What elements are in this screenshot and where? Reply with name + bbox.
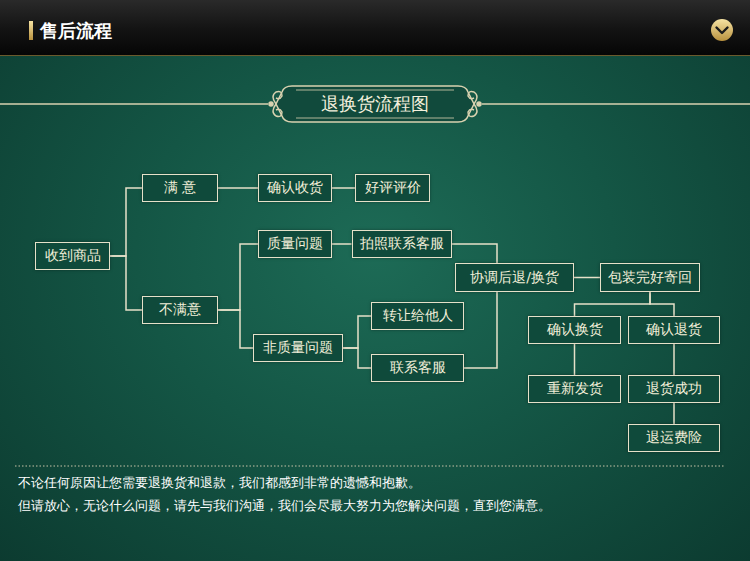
- connector-line: [575, 292, 651, 316]
- process-box: 转让给他人: [371, 302, 464, 330]
- box-label: 联系客服: [390, 360, 446, 375]
- box-label: 不满意: [159, 302, 201, 317]
- connector-line: [452, 244, 498, 263]
- connector-line: [574, 344, 576, 375]
- connector-line: [218, 310, 253, 348]
- title-ornament: [0, 86, 750, 122]
- chevron-button: [711, 19, 733, 41]
- box-label: 满 意: [164, 180, 196, 195]
- box-label: 重新发货: [547, 381, 603, 396]
- diagram-title: 退换货流程图: [321, 92, 429, 116]
- box-label: 转让给他人: [383, 308, 453, 323]
- process-box: 非质量问题: [253, 334, 343, 362]
- box-label: 质量问题: [267, 236, 323, 251]
- box-label: 确认换货: [547, 322, 603, 337]
- note-line: 但请放心，无论什么问题，请先与我们沟通，我们会尽最大努力为您解决问题，直到您满意…: [18, 497, 551, 515]
- connector-line: [332, 243, 352, 245]
- process-box: 重新发货: [528, 375, 621, 403]
- box-label: 收到商品: [45, 248, 101, 263]
- box-label: 退货成功: [646, 381, 702, 396]
- box-label: 确认收货: [267, 180, 323, 195]
- connector-line: [650, 292, 674, 316]
- connector-line: [673, 403, 675, 424]
- box-label: 非质量问题: [263, 340, 333, 355]
- process-box: 好评评价: [355, 174, 430, 202]
- process-box: 不满意: [142, 296, 218, 324]
- connector-line: [332, 187, 355, 189]
- top-bar: [0, 0, 750, 56]
- connector-line: [464, 292, 497, 368]
- note-line: 不论任何原因让您需要退换货和退款，我们都感到非常的遗憾和抱歉。: [18, 474, 421, 492]
- box-label: 确认退货: [646, 322, 702, 337]
- process-box: 确认换货: [528, 316, 621, 344]
- gold-mark: [29, 21, 33, 40]
- process-box: 退货成功: [628, 375, 720, 403]
- process-box: 协调后退/换货: [455, 263, 574, 292]
- box-label: 退运费险: [646, 430, 702, 445]
- connector-line: [218, 244, 258, 310]
- connector-line: [673, 344, 675, 375]
- bar-edge: [0, 55, 750, 56]
- section-heading: 售后流程: [40, 19, 112, 43]
- process-box: 收到商品: [35, 242, 110, 270]
- process-box: 拍照联系客服: [352, 230, 452, 258]
- box-label: 好评评价: [365, 180, 421, 195]
- process-box: 包装完好寄回: [600, 263, 700, 292]
- box-label: 拍照联系客服: [360, 236, 444, 251]
- box-label: 包装完好寄回: [608, 270, 692, 285]
- dotted-rule: [15, 466, 725, 467]
- connector-line: [218, 187, 258, 189]
- connector-line: [574, 277, 600, 279]
- process-box: 退运费险: [628, 424, 720, 452]
- process-box: 确认退货: [628, 316, 720, 344]
- connector-line: [343, 316, 371, 348]
- process-box: 联系客服: [371, 354, 464, 382]
- process-box: 确认收货: [258, 174, 332, 202]
- connector-line: [110, 256, 142, 310]
- box-label: 协调后退/换货: [470, 270, 559, 285]
- process-box: 质量问题: [258, 230, 332, 258]
- connector-line: [343, 348, 371, 368]
- connector-line: [110, 188, 142, 256]
- process-box: 满 意: [142, 174, 218, 202]
